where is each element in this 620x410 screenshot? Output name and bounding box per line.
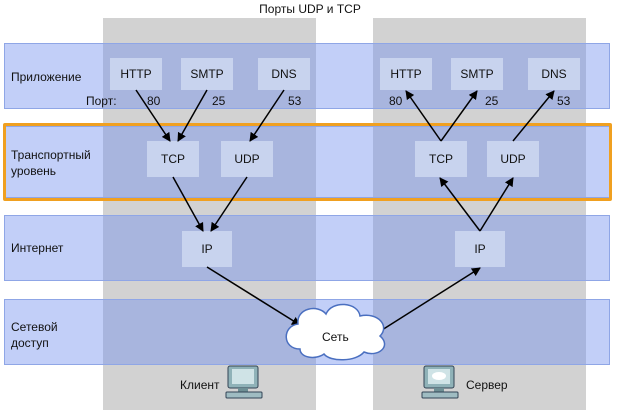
client-dns-box: DNS xyxy=(258,58,310,90)
server-tcp-box: TCP xyxy=(415,141,467,177)
client-smtp-box: SMTP xyxy=(181,58,233,90)
client-tcp-box: TCP xyxy=(147,141,199,177)
arrow-server-ip-tcp xyxy=(439,177,481,232)
server-smtp-box: SMTP xyxy=(451,58,503,90)
client-ip-box: IP xyxy=(182,231,232,267)
client-label: Клиент xyxy=(180,378,220,392)
arrow-client-tcp-ip xyxy=(172,176,204,232)
arrow-client-http-tcp xyxy=(135,89,171,142)
diagram-title: Порты UDP и TCP xyxy=(259,2,361,16)
server-port-dns: 53 xyxy=(557,94,571,108)
transport-layer-highlight xyxy=(3,123,612,201)
arrow-server-tcp-http xyxy=(405,90,442,142)
arrow-client-dns-udp xyxy=(249,89,285,142)
layer-label-application: Приложение xyxy=(11,70,82,84)
client-port-http: 80 xyxy=(147,94,161,108)
server-port-http: 80 xyxy=(389,94,403,108)
layer-label-internet: Интернет xyxy=(11,241,64,255)
client-http-box: HTTP xyxy=(110,58,162,90)
server-label: Сервер xyxy=(466,378,508,392)
arrow-server-ip-udp xyxy=(479,177,514,232)
server-dns-box: DNS xyxy=(528,58,580,90)
client-port-dns: 53 xyxy=(288,94,302,108)
server-ip-box: IP xyxy=(455,231,505,267)
server-computer-icon xyxy=(421,365,459,399)
network-label: Сеть xyxy=(322,330,349,344)
server-port-smtp: 25 xyxy=(485,94,499,108)
arrow-server-tcp-smtp xyxy=(440,90,478,142)
port-label: Порт: xyxy=(86,94,117,108)
arrow-client-ip-network xyxy=(206,266,301,326)
server-http-box: HTTP xyxy=(380,58,432,90)
arrow-network-server-ip xyxy=(373,267,481,336)
layer-label-transport: Транспортный уровень xyxy=(11,148,91,178)
arrows xyxy=(135,89,555,336)
layer-label-network-access: Сетевой доступ xyxy=(11,320,58,350)
arrow-client-udp-ip xyxy=(210,176,248,232)
client-computer-icon xyxy=(225,365,263,399)
internet-layer xyxy=(4,215,610,281)
client-udp-box: UDP xyxy=(221,141,273,177)
client-port-smtp: 25 xyxy=(212,94,226,108)
server-udp-box: UDP xyxy=(487,141,539,177)
network-cloud-icon xyxy=(285,303,386,361)
arrow-server-udp-dns xyxy=(512,90,555,142)
arrow-client-smtp-tcp xyxy=(177,89,208,142)
